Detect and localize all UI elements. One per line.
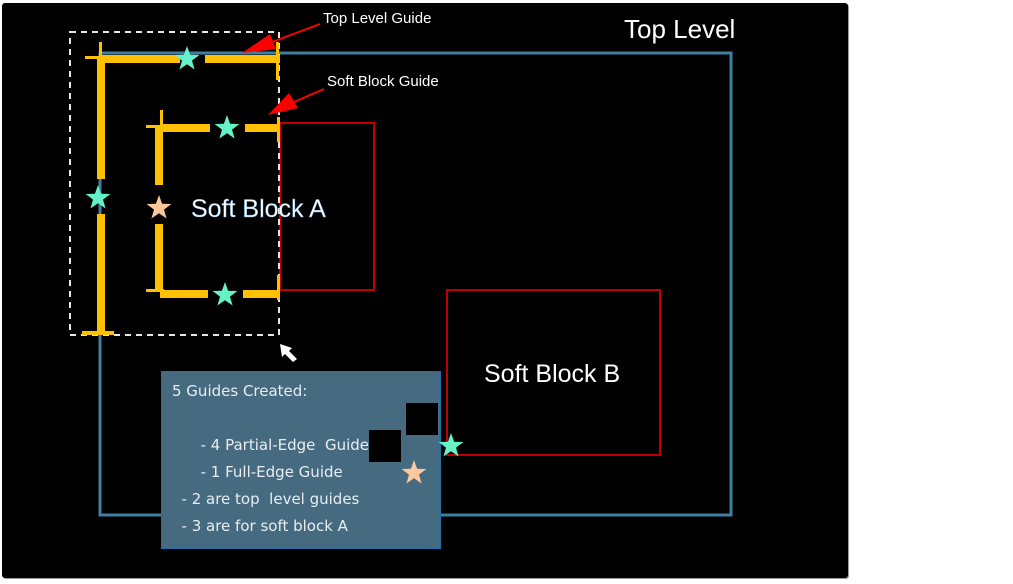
soft-block-guide-arrow <box>268 88 325 115</box>
partial-edge-star-icon <box>174 46 200 70</box>
partial-edge-star-icon <box>214 115 240 139</box>
soft-block-guide-left[interactable] <box>146 128 172 291</box>
callout-top-level-count: - 2 are top level guides <box>172 490 360 508</box>
top-level-title: Top Level <box>624 14 735 44</box>
top-level-outline <box>98 51 733 517</box>
top-level-guide-horizontal[interactable] <box>85 42 280 80</box>
soft-block-b-label: Soft Block B <box>484 360 620 388</box>
top-level-guide-label: Top Level Guide <box>323 10 431 27</box>
guides-summary-callout: 5 Guides Created: - 4 Partial-Edge Guide… <box>161 371 464 549</box>
callout-heading: 5 Guides Created: <box>172 382 308 400</box>
partial-edge-star-icon <box>212 282 238 306</box>
mouse-cursor-icon <box>280 344 297 362</box>
callout-line-partial: - 4 Partial-Edge Guides <box>172 403 464 457</box>
soft-block-b-outline <box>446 289 661 456</box>
selection-box[interactable] <box>69 31 280 336</box>
callout-soft-block-count: - 3 are for soft block A <box>172 517 348 535</box>
top-level-guide-arrow <box>242 23 321 53</box>
partial-edge-legend-star-icon <box>406 403 464 457</box>
soft-block-guide-label: Soft Block Guide <box>327 73 439 90</box>
soft-block-guide-top[interactable] <box>146 110 280 142</box>
full-edge-legend-star-icon <box>369 430 427 484</box>
diagram-svg: Top Level Guide Soft Block Guide Top Lev… <box>69 10 735 517</box>
soft-block-a-outline <box>279 122 375 291</box>
full-edge-star-icon <box>146 195 172 219</box>
partial-edge-star-icon <box>85 185 111 209</box>
callout-full-edge-text: - 1 Full-Edge Guide <box>191 463 343 481</box>
callout-blank-line <box>172 459 440 486</box>
soft-block-a-label: Soft Block A <box>191 195 326 223</box>
callout-line-full: - 1 Full-Edge Guide <box>172 430 440 484</box>
top-level-guide-vertical[interactable] <box>82 42 114 335</box>
callout-partial-edge-text: - 4 Partial-Edge Guides <box>191 436 377 454</box>
soft-block-guide-bottom[interactable] <box>146 275 280 306</box>
